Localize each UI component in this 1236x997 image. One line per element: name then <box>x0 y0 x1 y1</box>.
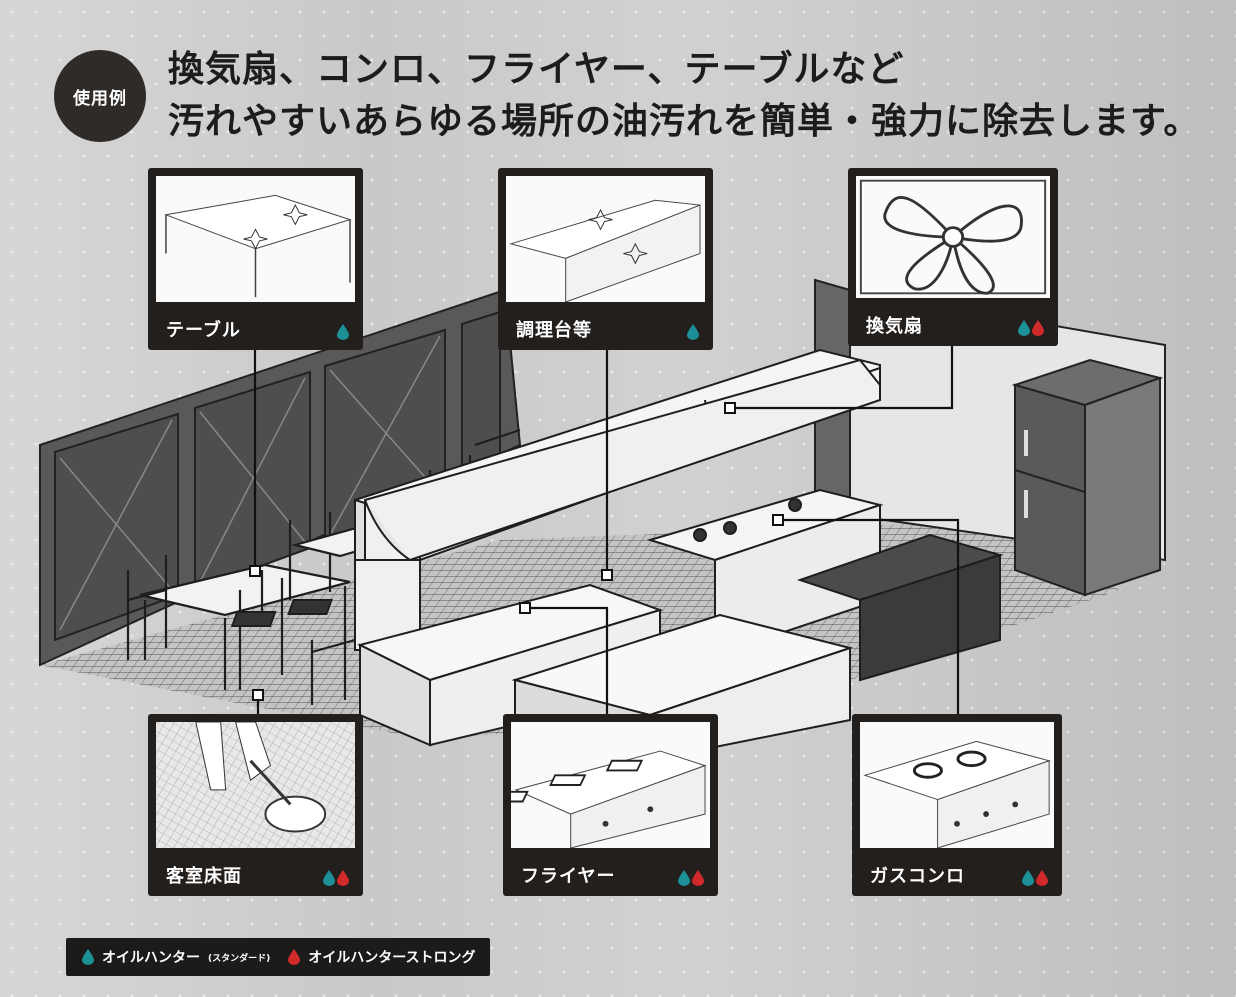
panel-prep-drops <box>687 324 699 340</box>
panel-fan: 換気扇 <box>848 168 1058 346</box>
strong-drop-icon <box>1036 870 1048 886</box>
range-hood <box>364 358 881 561</box>
standard-drop-icon <box>678 870 690 886</box>
panel-gas-drops <box>1022 870 1048 886</box>
dark-counter <box>796 533 1004 682</box>
callout-lines <box>253 340 960 718</box>
page-headline: 換気扇、コンロ、フライヤー、テーブルなど 汚れやすいあらゆる場所の油汚れを簡単・… <box>168 44 1200 148</box>
panel-floor-drops <box>323 870 349 886</box>
panel-fryer-drops <box>678 870 704 886</box>
strong-drop-icon <box>288 949 301 965</box>
table-illustration <box>164 194 352 298</box>
callout-points <box>249 402 784 701</box>
wall-panel-cross <box>59 335 441 631</box>
standard-drop-icon <box>687 324 699 340</box>
legend-standard-label: オイルハンター <box>102 950 200 966</box>
panel-fryer: フライヤー <box>503 714 718 896</box>
panel-floor-art <box>156 722 355 848</box>
panel-fan-caption: 換気扇 <box>866 316 923 337</box>
panel-gas-caption: ガスコンロ <box>870 866 965 887</box>
legend: オイルハンター (スタンダード) オイルハンターストロング <box>66 938 490 976</box>
floor-illustration <box>156 722 355 848</box>
panel-table-caption: テーブル <box>166 320 241 341</box>
panel-floor-caption: 客室床面 <box>166 866 242 887</box>
standard-drop-icon <box>337 324 349 340</box>
panel-fryer-caption: フライヤー <box>521 866 616 887</box>
badge-label: 使用例 <box>73 88 127 109</box>
fryer-illustration <box>511 750 707 848</box>
legend-standard-sub: (スタンダード) <box>208 953 271 964</box>
panel-table: テーブル <box>148 168 363 350</box>
panel-gas: ガスコンロ <box>852 714 1062 896</box>
fan-illustration <box>859 179 1047 295</box>
strong-drop-icon <box>337 870 349 886</box>
usage-example-badge: 使用例 <box>54 50 146 142</box>
panel-prep-art <box>506 176 705 302</box>
panel-fryer-art <box>511 722 710 848</box>
headline-line-1: 換気扇、コンロ、フライヤー、テーブルなど <box>168 49 905 90</box>
strong-drop-icon <box>692 870 704 886</box>
standard-drop-icon <box>1022 870 1034 886</box>
refrigerator <box>1011 358 1164 597</box>
headline-line-2: 汚れやすいあらゆる場所の油汚れを簡単・強力に除去します。 <box>168 101 1201 142</box>
panel-prep: 調理台等 <box>498 168 713 350</box>
panel-table-drops <box>337 324 349 340</box>
panel-fan-drops <box>1018 320 1044 336</box>
strong-drop-icon <box>1032 320 1044 336</box>
standard-drop-icon <box>1018 320 1030 336</box>
panel-prep-caption: 調理台等 <box>516 320 592 341</box>
prep-illustration <box>509 199 701 302</box>
panel-fan-art <box>856 176 1050 298</box>
gas-stove-illustration <box>863 740 1051 848</box>
legend-strong-label: オイルハンターストロング <box>308 950 476 966</box>
panel-table-art <box>156 176 355 302</box>
standard-drop-icon <box>323 870 335 886</box>
standard-drop-icon <box>82 949 94 965</box>
panel-gas-art <box>860 722 1054 848</box>
panel-floor: 客室床面 <box>148 714 363 896</box>
